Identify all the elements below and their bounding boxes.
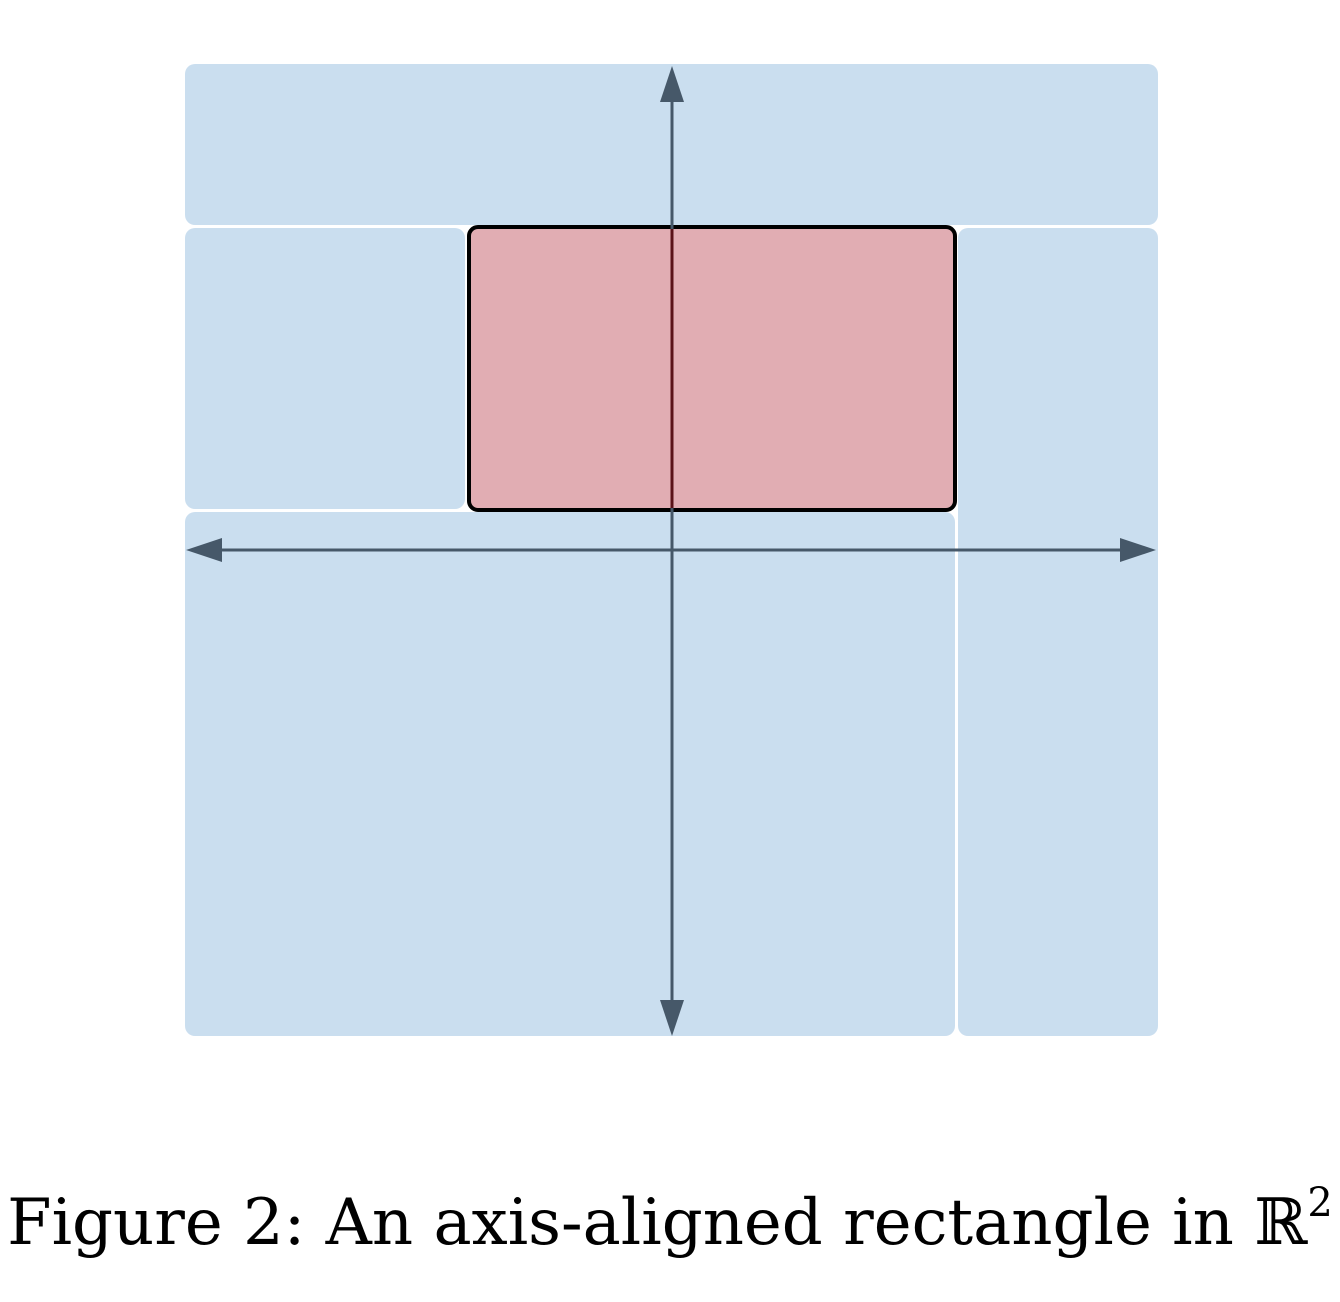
axis-aligned-rectangle <box>467 225 957 512</box>
figure-label: Figure 2: <box>7 1186 306 1260</box>
figure-caption: Figure 2: An axis-aligned rectangle in ℝ… <box>0 1180 1340 1260</box>
horizontal-axis <box>186 538 1156 562</box>
vertical-axis-arrow-down <box>660 1000 684 1036</box>
horizontal-axis-arrow-left <box>186 538 222 562</box>
region-right <box>958 228 1158 1036</box>
horizontal-axis-arrow-right <box>1120 538 1156 562</box>
region-bottom <box>185 512 955 1036</box>
vertical-axis-arrow-up <box>660 66 684 102</box>
region-left <box>185 228 465 509</box>
caption-text: An axis-aligned rectangle in <box>325 1186 1234 1260</box>
background-regions <box>185 64 1158 1036</box>
space-exponent: 2 <box>1307 1180 1333 1226</box>
real-space-symbol: ℝ <box>1254 1186 1308 1260</box>
